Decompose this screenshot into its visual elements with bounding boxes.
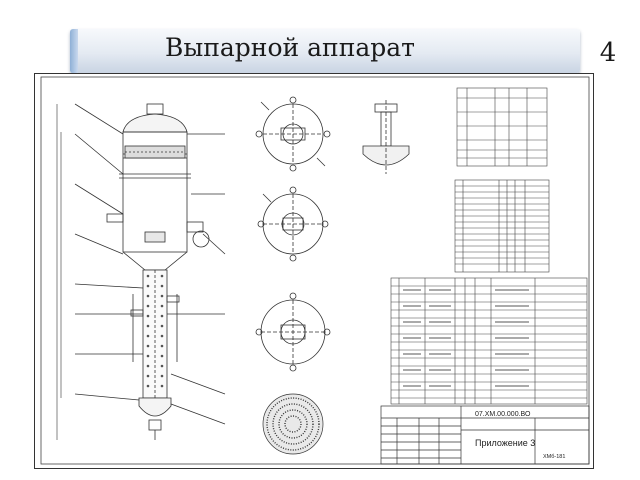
page-number: 4 bbox=[599, 38, 617, 68]
flange-view-d bbox=[255, 292, 331, 372]
flange-view-e bbox=[257, 186, 329, 262]
slide-title: Выпарной аппарат bbox=[164, 33, 416, 62]
tube-sheet-section bbox=[262, 393, 324, 455]
drawing-canvas: 07.ХМ.00.000.ВО Приложение 3 ХМб-181 bbox=[40, 76, 590, 465]
title-block-group: ХМб-181 bbox=[543, 454, 565, 460]
title-block-name: Приложение 3 bbox=[475, 438, 535, 448]
banner-accent-edge bbox=[70, 29, 78, 73]
nozzle-detail bbox=[362, 100, 410, 174]
title-block-designation: 07.ХМ.00.000.ВО bbox=[475, 411, 531, 418]
technical-drawing-sheet: 07.ХМ.00.000.ВО Приложение 3 ХМб-181 bbox=[34, 73, 594, 469]
spec-table-2 bbox=[454, 179, 550, 273]
title-banner bbox=[70, 29, 580, 73]
parts-list-text bbox=[403, 289, 529, 387]
flange-view-g bbox=[255, 96, 331, 172]
spec-table-1 bbox=[456, 87, 548, 167]
title-block bbox=[380, 405, 590, 465]
parts-list-table bbox=[390, 277, 588, 405]
evaporator-column-drawing bbox=[56, 103, 226, 440]
